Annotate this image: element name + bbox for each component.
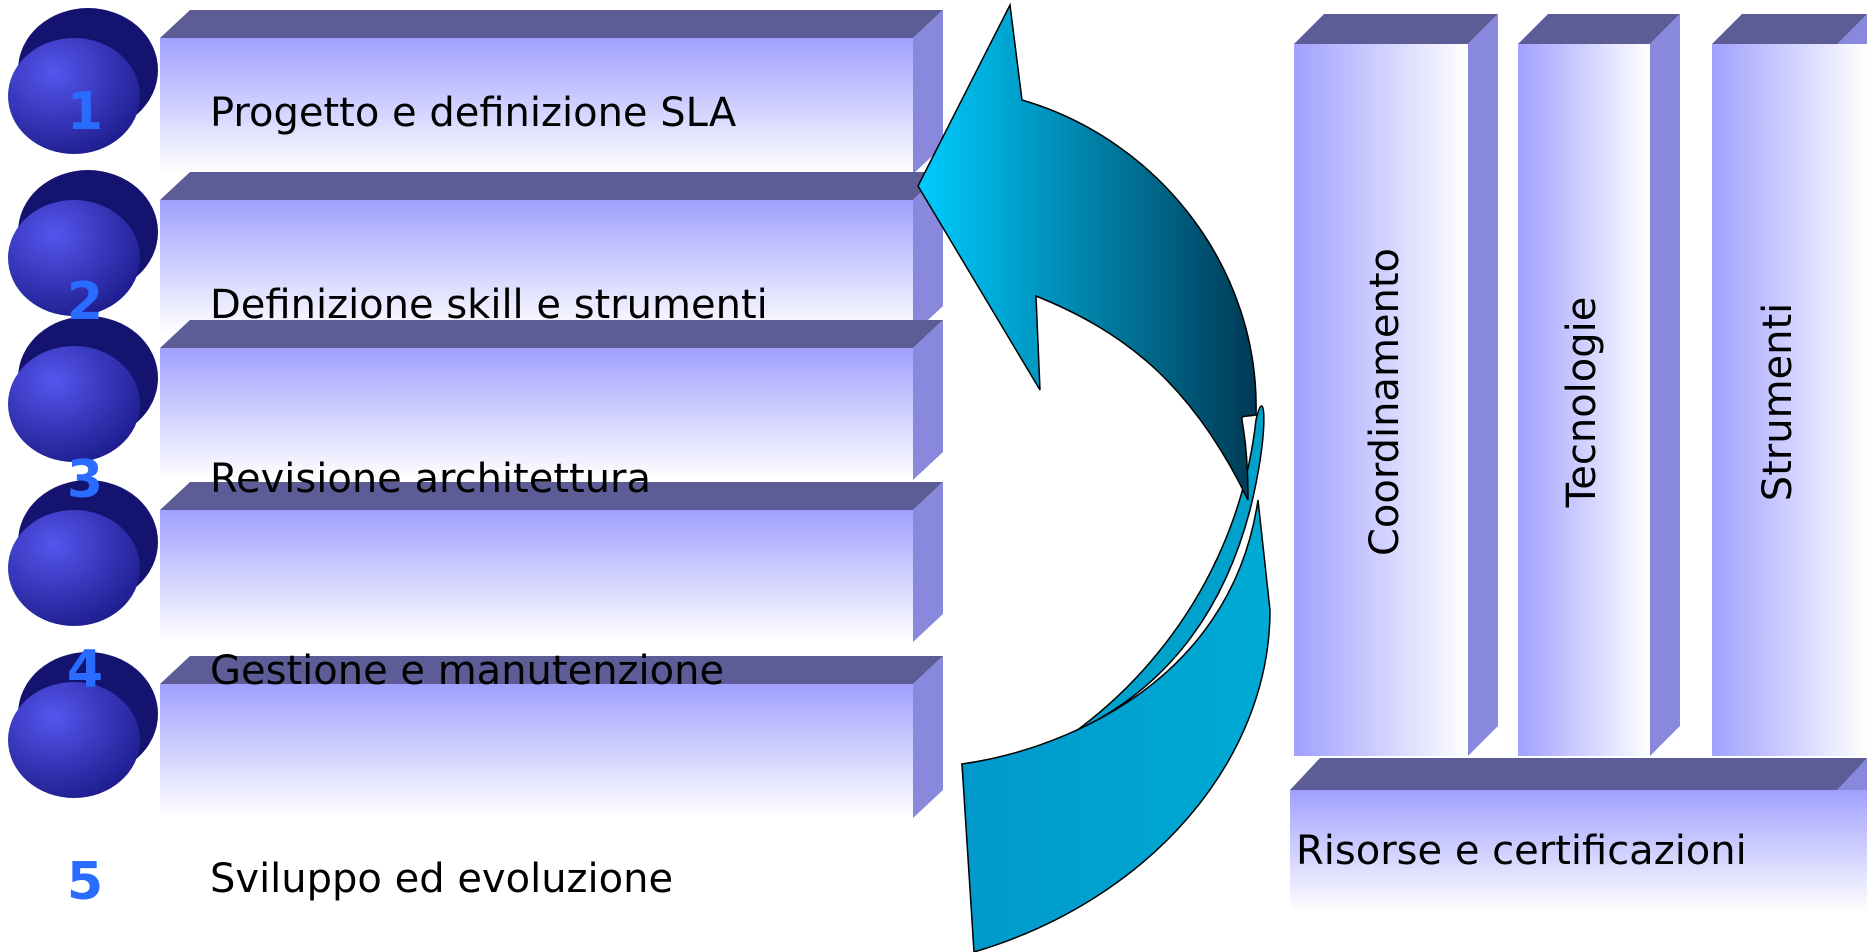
step-box-1 (160, 10, 943, 174)
step-number-4: 4 (66, 640, 104, 700)
step-label-3: Revisione architettura (210, 456, 651, 502)
step-label-5: Sviluppo ed evoluzione (210, 856, 674, 902)
badge-3 (8, 316, 158, 462)
pillar-label-coordinamento: Coordinamento (1362, 247, 1408, 557)
step-box-3 (160, 320, 943, 480)
step-box-4 (160, 482, 943, 642)
step-box-5 (160, 656, 943, 818)
badge-5 (8, 652, 158, 798)
step-label-2: Definizione skill e strumenti (210, 282, 768, 328)
badge-4 (8, 480, 158, 626)
base-label: Risorse e certificazioni (1296, 828, 1747, 874)
badge-1 (8, 8, 158, 154)
pillar-tecnologie (1518, 14, 1680, 756)
step-number-5: 5 (66, 852, 104, 912)
step-label-1: Progetto e definizione SLA (210, 90, 737, 136)
step-label-4: Gestione e manutenzione (210, 648, 725, 694)
badge-2 (8, 170, 158, 316)
step-number-2: 2 (66, 272, 104, 332)
step-box-2 (160, 172, 943, 334)
step-number-3: 3 (66, 450, 104, 510)
cycle-arrow (917, 2, 1271, 952)
pillar-coordinamento (1294, 14, 1498, 756)
base-block (1290, 758, 1867, 912)
pillar-strumenti (1712, 14, 1867, 756)
pillar-label-tecnologie: Tecnologie (1559, 296, 1605, 508)
step-number-1: 1 (66, 82, 104, 142)
pillar-label-strumenti: Strumenti (1755, 302, 1801, 502)
